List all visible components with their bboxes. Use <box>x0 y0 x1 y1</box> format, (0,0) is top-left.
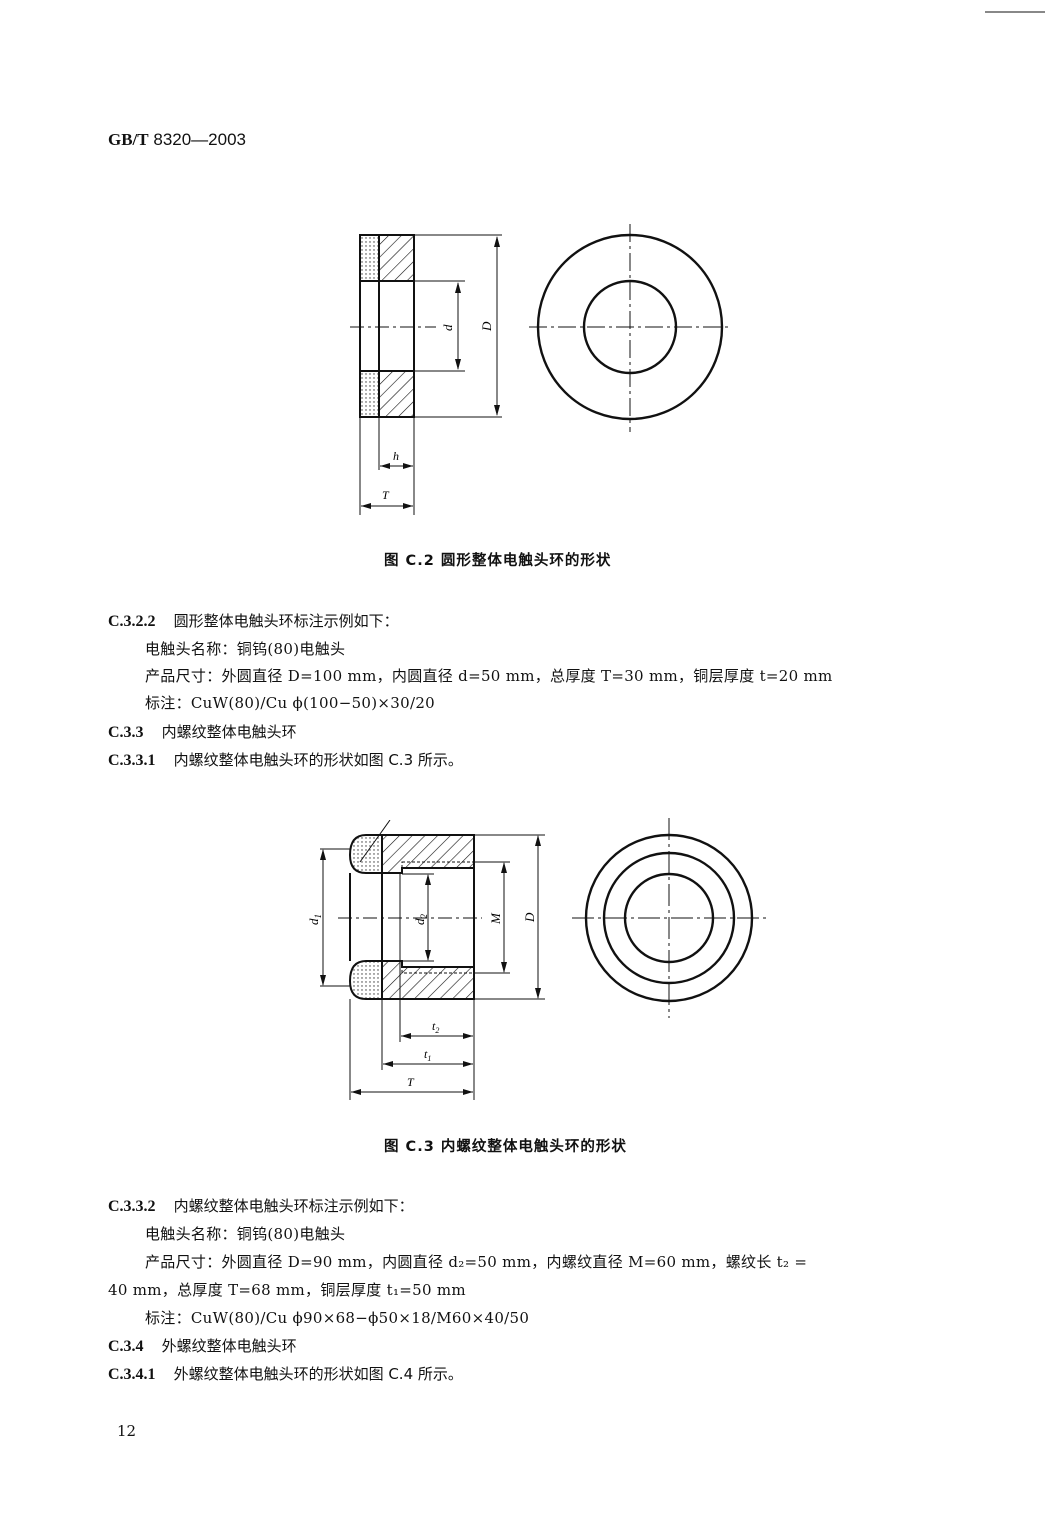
section-c331-paragraph: C.3.3.1 内螺纹整体电触头环的形状如图 C.3 所示。 <box>108 749 463 770</box>
dim-label-d1: d1 <box>306 914 323 925</box>
c332-name-line: 电触头名称：铜钨(80)电触头 <box>145 1225 346 1243</box>
figure-c2-caption: 图 C.2 圆形整体电触头环的形状 <box>384 553 612 569</box>
standard-prefix: GB/T <box>108 130 149 149</box>
dim-label-T: T <box>407 1075 415 1089</box>
page-number: 12 <box>117 1422 137 1440</box>
section-c33-heading: C.3.3 内螺纹整体电触头环 <box>108 721 297 742</box>
dim-label-D: D <box>522 912 537 923</box>
c322-size-line: 产品尺寸：外圆直径 D=100 mm，内圆直径 d=50 mm，总厚度 T=30… <box>145 667 833 685</box>
c322-name-line: 电触头名称：铜钨(80)电触头 <box>145 640 346 658</box>
section-number: C.3.4.1 <box>108 1366 156 1383</box>
figure-c3-front-view <box>572 818 768 1018</box>
figure-c3-section-view: d1 d2 M D t2 t1 T <box>306 820 545 1100</box>
figure-c2-front-view <box>529 224 732 432</box>
section-text: 内螺纹整体电触头环的形状如图 C.3 所示。 <box>173 751 463 769</box>
section-c341-paragraph: C.3.4.1 外螺纹整体电触头环的形状如图 C.4 所示。 <box>108 1363 463 1384</box>
section-title: 内螺纹整体电触头环标注示例如下： <box>173 1197 414 1215</box>
section-text: 外螺纹整体电触头环的形状如图 C.4 所示。 <box>173 1365 463 1383</box>
section-title: 圆形整体电触头环标注示例如下： <box>173 612 399 630</box>
dim-label-d: d <box>440 324 455 331</box>
dim-label-M: M <box>488 912 503 925</box>
figure-c2-section-view: D d h T <box>350 234 502 515</box>
dim-label-D: D <box>479 321 494 332</box>
section-title: 内螺纹整体电触头环 <box>161 723 297 741</box>
section-number: C.3.4 <box>108 1338 144 1355</box>
section-number: C.3.3.1 <box>108 752 156 769</box>
c322-mark-line: 标注：CuW(80)/Cu ϕ(100−50)×30/20 <box>145 694 436 712</box>
dim-label-T: T <box>382 488 390 502</box>
c332-size-line-1: 产品尺寸：外圆直径 D=90 mm，内圆直径 d₂=50 mm，内螺纹直径 M=… <box>145 1253 808 1271</box>
section-c34-heading: C.3.4 外螺纹整体电触头环 <box>108 1335 297 1356</box>
c332-mark-line: 标注：CuW(80)/Cu ϕ90×68−ϕ50×18/M60×40/50 <box>145 1309 530 1327</box>
section-number: C.3.3.2 <box>108 1198 156 1215</box>
dim-label-d2: d2 <box>412 914 429 926</box>
dim-label-h: h <box>393 449 399 463</box>
standard-code-header: GB/T 8320—2003 <box>108 130 246 150</box>
top-rule <box>985 11 1045 13</box>
c332-size-line-2: 40 mm，总厚度 T=68 mm，铜层厚度 t₁=50 mm <box>108 1281 466 1299</box>
dim-label-t2: t2 <box>432 1019 439 1035</box>
dim-label-t1: t1 <box>424 1047 431 1063</box>
section-number: C.3.2.2 <box>108 613 156 630</box>
section-number: C.3.3 <box>108 724 144 741</box>
standard-number: 8320—2003 <box>153 130 246 149</box>
section-title: 外螺纹整体电触头环 <box>161 1337 297 1355</box>
section-c322-heading: C.3.2.2 圆形整体电触头环标注示例如下： <box>108 610 399 631</box>
figure-c3-caption: 图 C.3 内螺纹整体电触头环的形状 <box>384 1139 627 1155</box>
section-c332-heading: C.3.3.2 内螺纹整体电触头环标注示例如下： <box>108 1195 414 1216</box>
